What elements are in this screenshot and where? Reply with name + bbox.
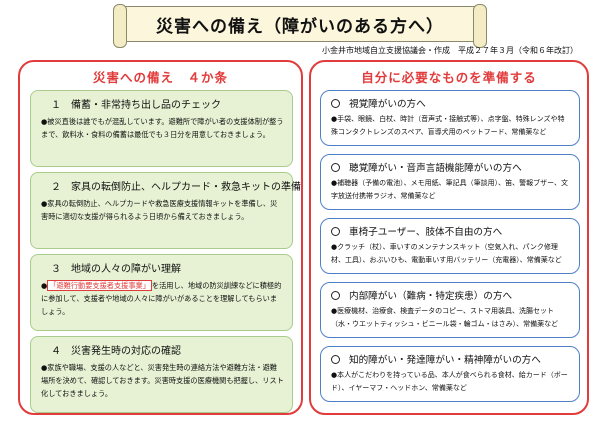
rule-title: ３ 地域の人々の障がい理解 bbox=[51, 264, 181, 275]
category-title: 車椅子ユーザー、肢体不自由の方へ bbox=[349, 227, 503, 238]
category-title: 視覚障がいの方へ bbox=[349, 99, 426, 110]
category-body: ●手袋、眼鏡、白杖、時計（音声式・接触式等）、点字盤、特殊レンズや特殊コンタクト… bbox=[331, 115, 565, 136]
category-body: ●補聴器（予備の電池）、メモ用紙、筆記具（筆談用）、笛、警報ブザー、文字放送付携… bbox=[331, 179, 569, 200]
category-card-internal: 内部障がい（難病・特定疾患）の方へ ●医療機材、治療食、検査データのコピー、スト… bbox=[320, 282, 580, 338]
rule-body-text: を活用し、地域の防災訓練などに積極的に参加して、支援者や地域の人々に障がいがある… bbox=[41, 281, 282, 316]
rule-title: ２ 家具の転倒防止、ヘルプカード・救急キットの準備 bbox=[51, 182, 301, 193]
rule-body: ●家具の転倒防止、ヘルプカードや救急医療支援情報キットを準備し、災害時に適切な支… bbox=[41, 199, 278, 221]
title-banner: 災害への備え（障がいのある方へ） bbox=[113, 4, 487, 48]
rule-title: ４ 災害発生時の対応の確認 bbox=[51, 346, 181, 357]
needed-items-panel: 自分に必要なものを準備する 視覚障がいの方へ ●手袋、眼鏡、白杖、時計（音声式・… bbox=[309, 60, 589, 415]
bullet: ● bbox=[41, 281, 48, 290]
category-card-visual: 視覚障がいの方へ ●手袋、眼鏡、白杖、時計（音声式・接触式等）、点字盤、特殊レン… bbox=[320, 90, 580, 146]
program-name-highlight: 「避難行動要支援者支援事業」 bbox=[47, 280, 152, 291]
issuer-credit: 小金井市地域自立支援協議会・作成 平成２７年３月（令和６年改訂） bbox=[322, 46, 578, 55]
rule-body: ●被災直後は誰でもが混乱しています。避難所で障がい者の支援体制が整うまで、飲料水… bbox=[41, 117, 284, 139]
circle-bullet-icon bbox=[331, 290, 340, 300]
page-title: 災害への備え（障がいのある方へ） bbox=[156, 16, 444, 37]
preparation-rules-panel: 災害への備え ４か条 １ 備蓄・非常持ち出し品のチェック ●被災直後は誰でもが混… bbox=[18, 60, 303, 415]
category-card-wheelchair: 車椅子ユーザー、肢体不自由の方へ ●クラッチ（杖）、車いすのメンテナンスキット（… bbox=[320, 218, 580, 274]
circle-bullet-icon bbox=[331, 162, 340, 172]
rule-body: ●「避難行動要支援者支援事業」を活用し、地域の防災訓練などに積極的に参加して、支… bbox=[41, 279, 284, 318]
rule-card-1: １ 備蓄・非常持ち出し品のチェック ●被災直後は誰でもが混乱しています。避難所で… bbox=[30, 90, 293, 167]
panel-heading-items: 自分に必要なものを準備する bbox=[361, 70, 537, 85]
category-title: 内部障がい（難病・特定疾患）の方へ bbox=[349, 291, 513, 302]
rule-card-2: ２ 家具の転倒防止、ヘルプカード・救急キットの準備 ●家具の転倒防止、ヘルプカー… bbox=[30, 172, 301, 249]
rule-title: １ 備蓄・非常持ち出し品のチェック bbox=[51, 100, 221, 111]
rule-card-3: ３ 地域の人々の障がい理解 ●「避難行動要支援者支援事業」を活用し、地域の防災訓… bbox=[30, 254, 293, 331]
rule-body: ●家族や職場、支援の人などと、災害発生時の連絡方法や避難方法・避難場所を決めて、… bbox=[41, 363, 284, 398]
category-card-hearing: 聴覚障がい・音声言語機能障がいの方へ ●補聴器（予備の電池）、メモ用紙、筆記具（… bbox=[320, 154, 580, 210]
circle-bullet-icon bbox=[331, 226, 340, 236]
category-title: 聴覚障がい・音声言語機能障がいの方へ bbox=[349, 163, 522, 174]
circle-bullet-icon bbox=[331, 354, 340, 364]
category-title: 知的障がい・発達障がい・精神障がいの方へ bbox=[349, 355, 541, 366]
circle-bullet-icon bbox=[331, 98, 340, 108]
rule-card-4: ４ 災害発生時の対応の確認 ●家族や職場、支援の人などと、災害発生時の連絡方法や… bbox=[30, 336, 293, 413]
category-body: ●本人がこだわりを持っている品、本人が食べられる食材、給カード（ボード）、イヤー… bbox=[331, 371, 568, 392]
panel-heading-rules: 災害への備え ４か条 bbox=[92, 70, 228, 85]
category-body: ●クラッチ（杖）、車いすのメンテナンスキット（空気入れ、パンク修理材、工具）、お… bbox=[331, 243, 562, 264]
category-card-intellectual: 知的障がい・発達障がい・精神障がいの方へ ●本人がこだわりを持っている品、本人が… bbox=[320, 346, 580, 402]
category-body: ●医療機材、治療食、検査データのコピー、ストマ用装具、洗腸セット（水・ウエットテ… bbox=[331, 307, 559, 328]
